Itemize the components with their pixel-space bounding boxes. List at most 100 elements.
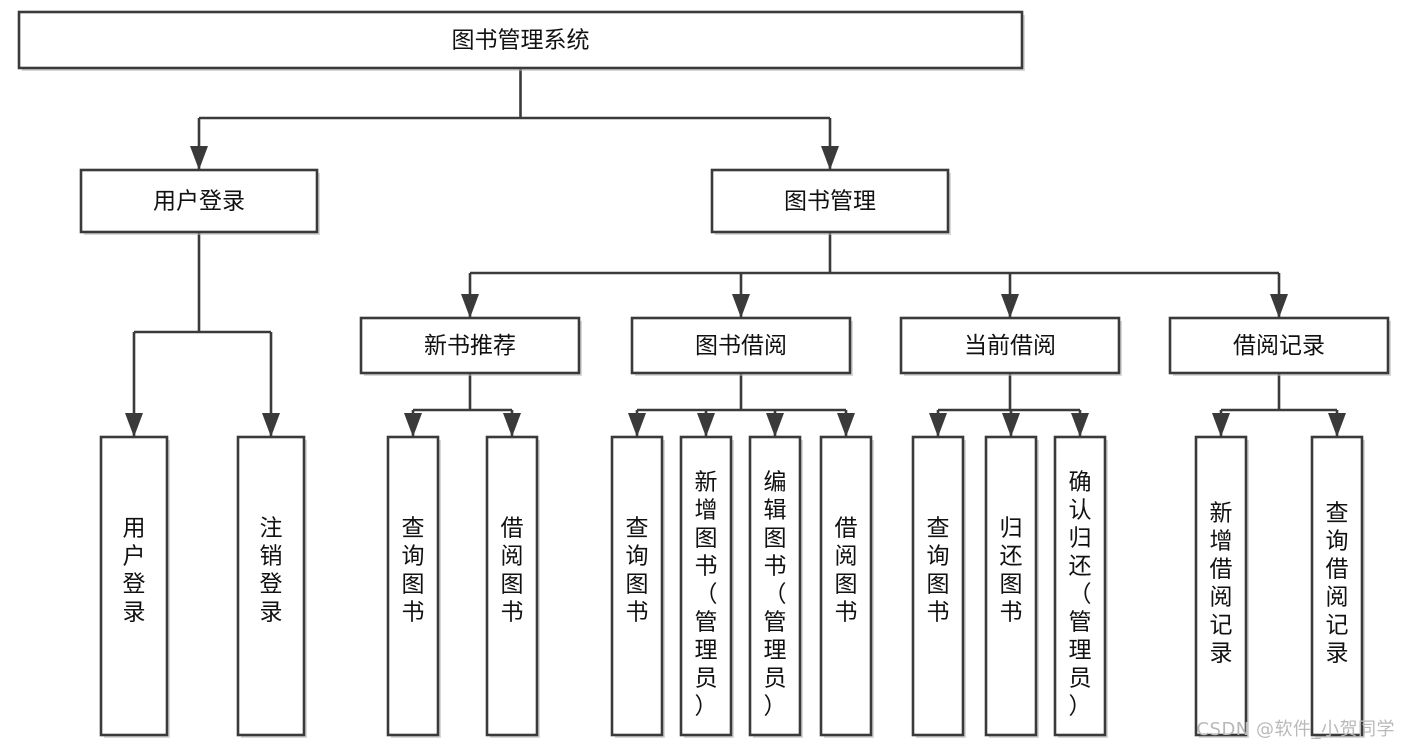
node-label-char: 书	[1000, 600, 1023, 626]
node-label-char: 图	[695, 526, 718, 552]
node-label: 借阅记录	[1233, 333, 1325, 359]
node-level3-3[interactable]: 借阅记录	[1168, 316, 1391, 376]
node-label-char: 图	[501, 572, 524, 598]
node-label-char: 书	[764, 554, 787, 580]
node-label-char: 户	[123, 544, 146, 570]
node-level2-1[interactable]: 图书管理	[710, 168, 951, 235]
node-label-char: （	[1069, 582, 1092, 608]
node-label-char: 员	[764, 666, 787, 692]
node-level3-2[interactable]: 当前借阅	[899, 316, 1122, 376]
node-label-char: 图	[1000, 572, 1023, 598]
arrow-head-icon	[697, 413, 715, 437]
node-label-char: 录	[123, 600, 146, 626]
node-label-char: 员	[1069, 666, 1092, 692]
arrow-head-icon	[503, 413, 521, 437]
node-label-char: 认	[1069, 498, 1092, 524]
node-leaf-l2-0-0[interactable]: 用户登录	[99, 435, 170, 738]
node-label-char: 增	[695, 498, 718, 524]
node-label-char: （	[695, 582, 718, 608]
node-label-char: 登	[260, 572, 283, 598]
node-label-char: 理	[695, 638, 718, 664]
node-label: 图书管理	[784, 189, 876, 215]
node-level3-0[interactable]: 新书推荐	[359, 316, 582, 376]
node-label-char: 书	[927, 600, 950, 626]
node-label-char: ）	[695, 694, 718, 720]
node-label: 新书推荐	[424, 333, 516, 359]
arrow-head-icon	[766, 413, 784, 437]
csdn-watermark: CSDN @软件_小贺同学	[1196, 719, 1395, 740]
node-label-char: 询	[927, 544, 950, 570]
node-label-char: 书	[402, 600, 425, 626]
node-label-char: ）	[1069, 694, 1092, 720]
node-label-char: 记	[1326, 612, 1349, 638]
arrow-head-icon	[837, 413, 855, 437]
arrow-head-icon	[461, 294, 479, 318]
node-label-char: 书	[695, 554, 718, 580]
node-label-char: 编	[764, 470, 787, 496]
node-label-char: 确	[1069, 470, 1092, 496]
node-label-char: 询	[402, 544, 425, 570]
node-label-char: 图	[927, 572, 950, 598]
arrow-head-icon	[1212, 413, 1230, 437]
node-label-char: 图	[402, 572, 425, 598]
node-label-char: 管	[1069, 610, 1092, 636]
node-label-char: 阅	[1210, 584, 1233, 610]
node-level3-1[interactable]: 图书借阅	[630, 316, 853, 376]
node-label-char: 借	[835, 516, 858, 542]
node-label-char: 注	[260, 516, 283, 542]
node-label-char: 图	[626, 572, 649, 598]
node-label-char: 书	[501, 600, 524, 626]
node-label-char: 查	[927, 516, 950, 542]
arrow-head-icon	[1270, 294, 1288, 318]
node-label-char: 书	[835, 600, 858, 626]
node-label: 当前借阅	[964, 333, 1056, 359]
arrow-head-icon	[125, 413, 143, 437]
node-label-char: 归	[1069, 526, 1092, 552]
node-label-char: 管	[764, 610, 787, 636]
node-label-char: 登	[123, 572, 146, 598]
arrow-head-icon	[732, 294, 750, 318]
arrow-head-icon	[821, 146, 839, 170]
node-label-char: 增	[1210, 528, 1233, 554]
node-label-char: 归	[1000, 516, 1023, 542]
node-label-char: 图	[835, 572, 858, 598]
node-label: 图书借阅	[695, 333, 787, 359]
node-label-char: 借	[501, 516, 524, 542]
node-label-char: （	[764, 582, 787, 608]
node-label-char: 录	[260, 600, 283, 626]
node-label-char: 录	[1326, 640, 1349, 666]
node-label-char: 查	[402, 516, 425, 542]
node-label-char: 员	[695, 666, 718, 692]
node-label-char: 理	[764, 638, 787, 664]
arrow-head-icon	[929, 413, 947, 437]
node-label-char: 阅	[835, 544, 858, 570]
node-label: 用户登录	[153, 189, 245, 215]
node-label-char: 询	[626, 544, 649, 570]
node-label-char: 新	[1210, 500, 1233, 526]
node-label-char: 记	[1210, 612, 1233, 638]
node-label-char: 辑	[764, 498, 787, 524]
arrow-head-icon	[1071, 413, 1089, 437]
node-label-char: 销	[260, 544, 283, 570]
node-level2-0[interactable]: 用户登录	[79, 168, 320, 235]
arrow-head-icon	[190, 146, 208, 170]
node-label-char: 阅	[1326, 584, 1349, 610]
node-label-char: 询	[1326, 528, 1349, 554]
node-label-char: 查	[1326, 500, 1349, 526]
node-label-char: 书	[626, 600, 649, 626]
node-root-system[interactable]: 图书管理系统	[17, 10, 1025, 71]
connectors-layer	[125, 68, 1346, 437]
